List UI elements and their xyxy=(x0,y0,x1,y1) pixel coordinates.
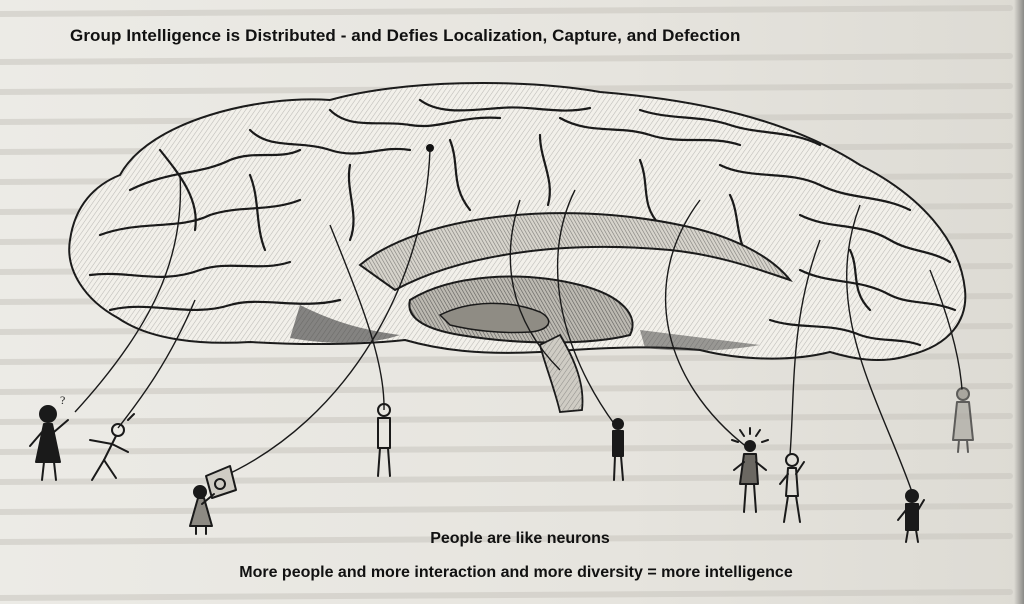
caption-secondary: More people and more interaction and mor… xyxy=(239,564,793,581)
diagram-title: Group Intelligence is Distributed - and … xyxy=(70,26,741,45)
person-thinking xyxy=(779,453,805,523)
person-dancing xyxy=(89,413,135,481)
person-standing-mid xyxy=(612,418,624,481)
page-edge-shadow xyxy=(1014,0,1024,604)
person-questioning: ? xyxy=(29,393,69,481)
caption-primary: People are like neurons xyxy=(430,530,610,547)
person-edge-right xyxy=(952,387,974,453)
person-kite xyxy=(189,465,237,535)
person-far-right xyxy=(897,489,925,543)
svg-text:?: ? xyxy=(60,393,65,407)
brain-illustration xyxy=(68,81,967,413)
person-idea xyxy=(731,427,769,513)
person-standing-center xyxy=(377,403,391,477)
connection-lines xyxy=(74,149,963,493)
